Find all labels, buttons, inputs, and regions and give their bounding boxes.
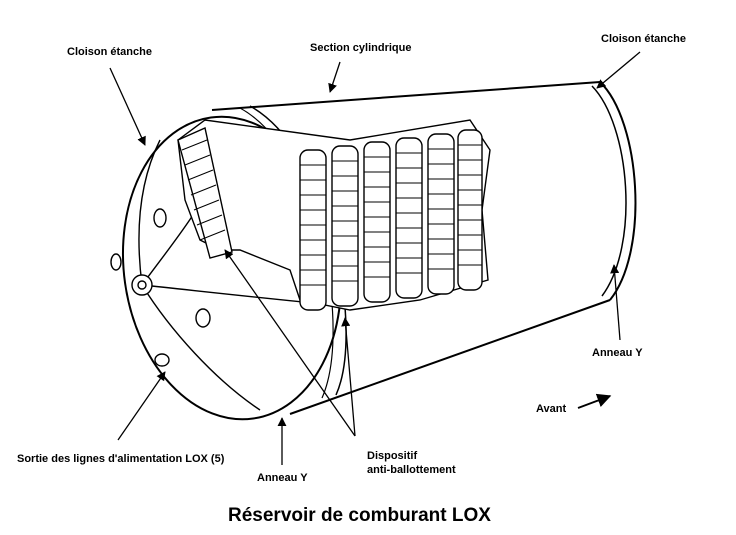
cylinder-top-edge [211,81,601,111]
label-y-ring-bottom: Anneau Y [257,472,308,484]
leader-slosh-2 [341,317,356,437]
baffle-3 [363,141,391,303]
baffle-2 [331,145,359,307]
leader-y-ring-right [610,264,621,341]
leader-lines [109,51,641,465]
label-slosh-line2: anti-ballottement [367,464,456,476]
label-cylindrical-section: Section cylindrique [310,42,412,54]
leader-cylindrical [328,61,341,93]
dome-details [110,139,335,411]
cylinder-bottom-edge [289,299,611,415]
baffle-aft-ribs [181,139,226,241]
feed-outlet-3 [195,308,211,328]
gore-line-4 [138,139,161,286]
baffle-5 [427,133,455,295]
diagram-title: Réservoir de comburant LOX [228,505,491,526]
baffle-4 [395,137,423,299]
feed-outlet-1 [153,208,167,228]
feed-outlet-4 [154,353,170,367]
leader-bulkhead-right [596,51,641,89]
feed-outlet-2 [110,253,122,271]
leader-forward-arrow [577,393,612,409]
forward-dome-edge [599,81,637,301]
leader-feed-lines [117,371,166,441]
label-forward: Avant [536,403,567,415]
y-ring-right-edge [591,85,627,297]
gore-line-3 [141,284,261,411]
label-bulkhead-right: Cloison étanche [601,33,686,45]
label-bulkhead-left: Cloison étanche [67,46,152,58]
label-slosh-line1: Dispositif [367,450,418,462]
label-y-ring-right: Anneau Y [592,347,643,359]
leader-slosh-1 [224,249,356,437]
leader-bulkhead-left [109,67,146,146]
label-feed-lines: Sortie des lignes d'alimentation LOX (5) [17,453,225,465]
cutaway-region [177,119,491,311]
baffle-6 [457,129,483,291]
baffle-ribs [300,144,482,286]
center-fitting [131,274,153,296]
baffle-1 [299,149,327,311]
center-fitting-inner [137,280,147,290]
